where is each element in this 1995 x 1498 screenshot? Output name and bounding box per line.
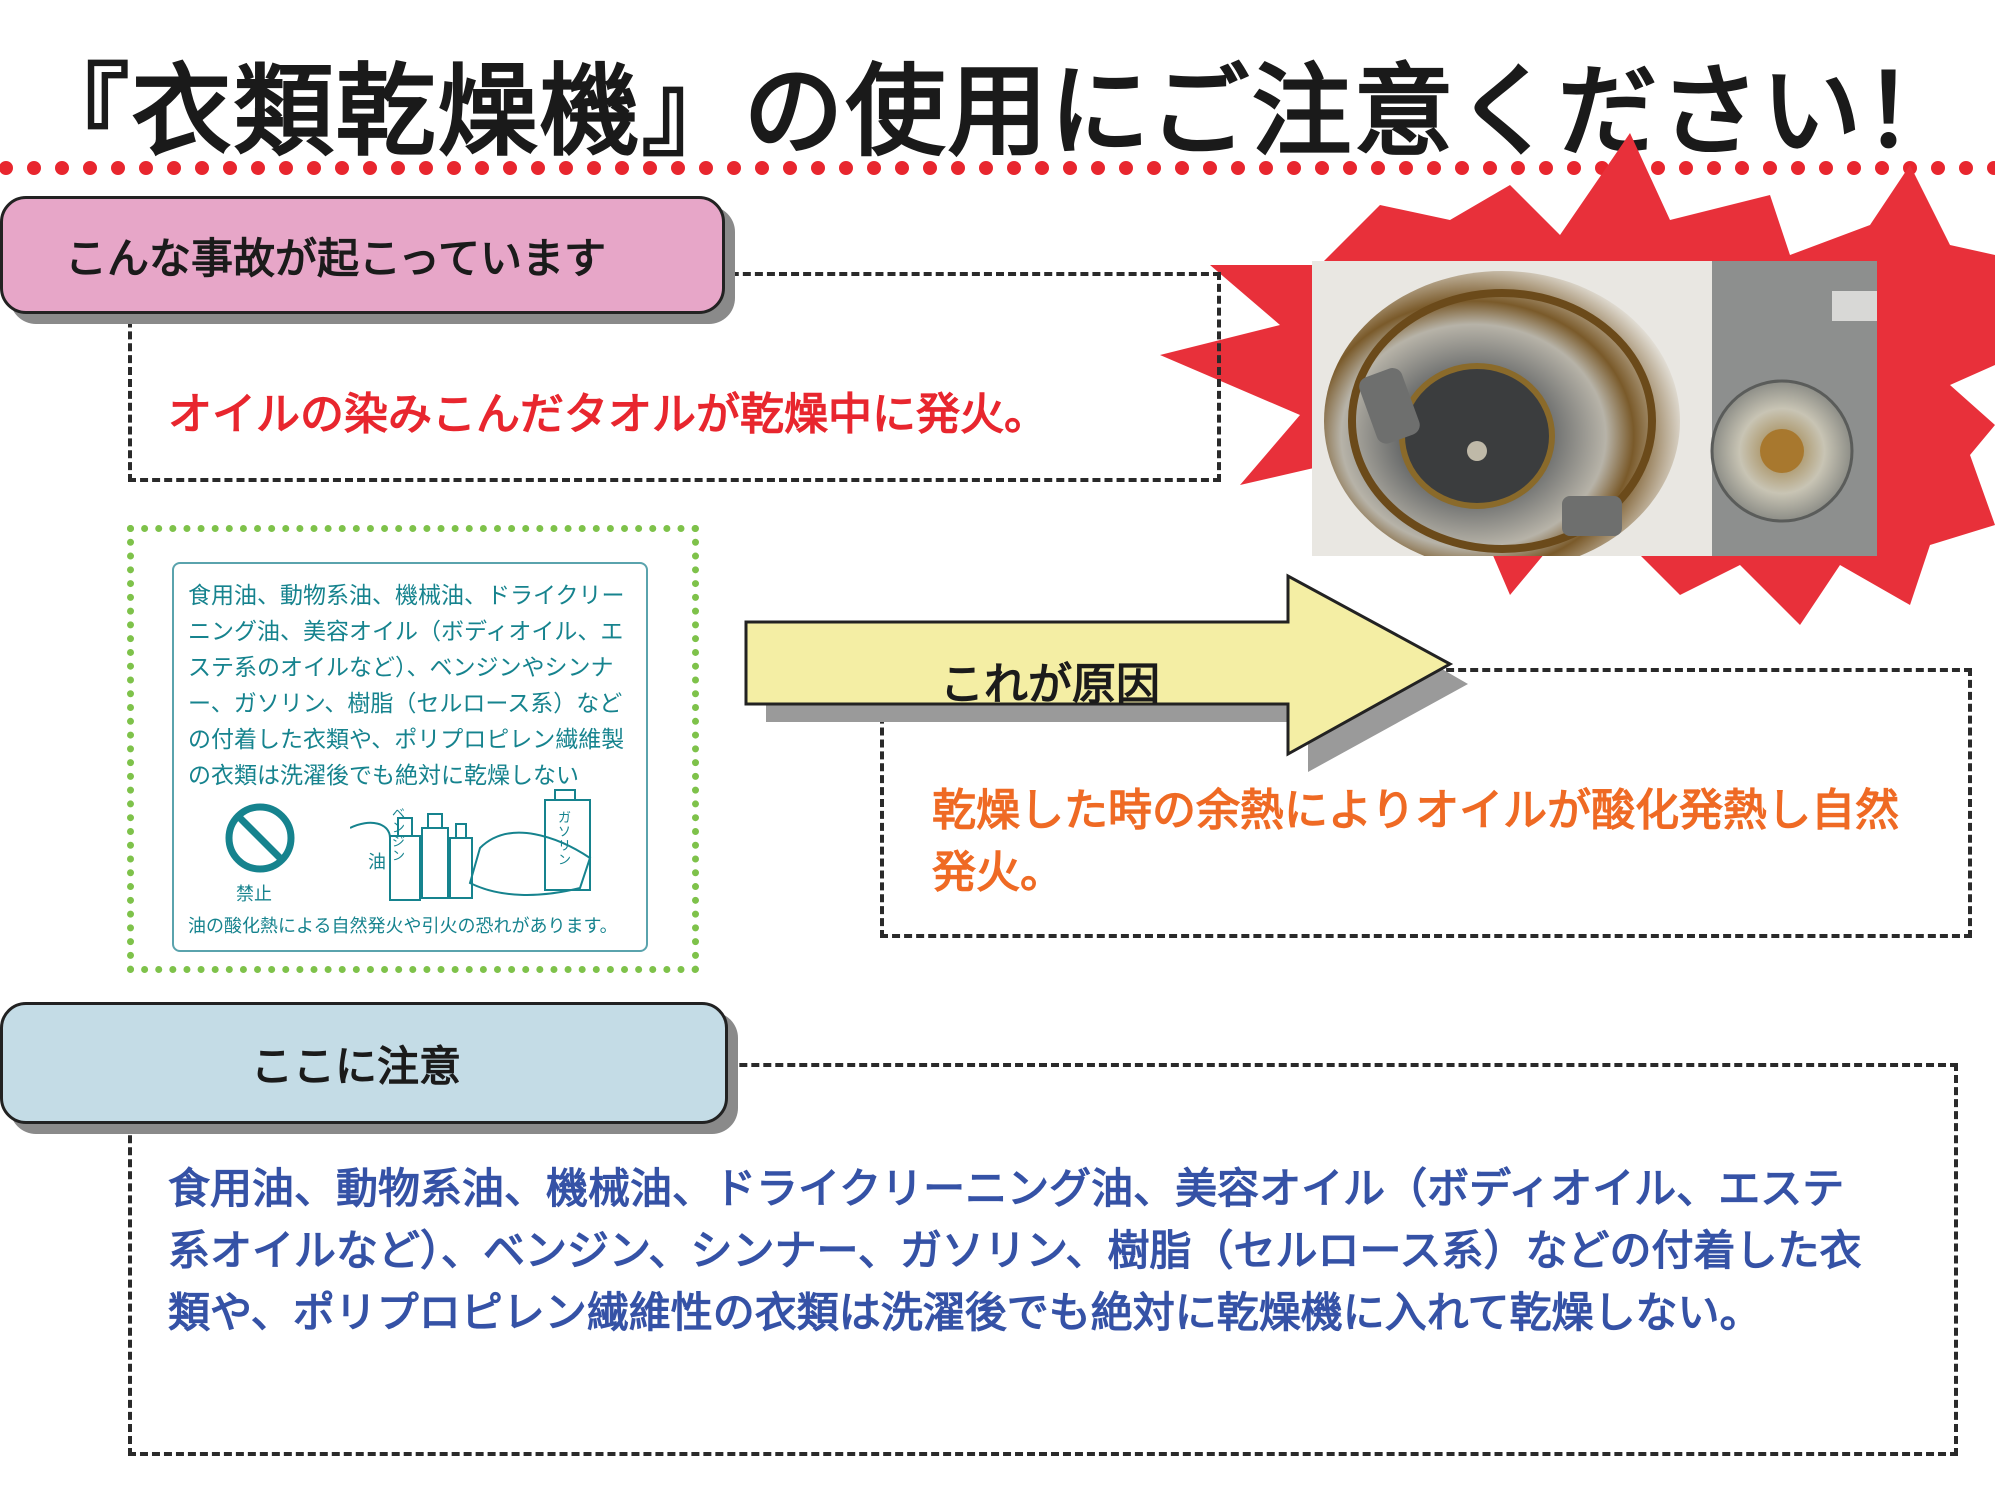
accident-header-text: こんな事故が起こっています — [65, 233, 606, 283]
accident-description: オイルの染みこんだタオルが乾燥中に発火。 — [168, 389, 1048, 440]
prohibited-icon — [225, 803, 295, 873]
caution-section-header: ここに注意 — [0, 1002, 728, 1124]
benzine-bottle-label: ベンジン — [392, 807, 406, 864]
warning-label-panel — [172, 562, 648, 952]
page-title: 『衣類乾燥機』の使用にご注意ください！ — [29, 53, 1966, 170]
cause-arrow-icon — [744, 573, 1468, 772]
warning-label-text: 食用油、動物系油、機械油、ドライクリーニング油、美容オイル（ボディオイル、エステ… — [188, 583, 625, 789]
warning-label-frame — [127, 525, 699, 973]
caution-box — [128, 1063, 1958, 1456]
warning-label-footer: 油の酸化熱による自然発火や引火の恐れがあります。 — [188, 916, 618, 937]
caution-description: 食用油、動物系油、機械油、ドライクリーニング油、美容オイル（ボディオイル、エステ… — [168, 1164, 1862, 1337]
oil-bottle-label: 油 — [368, 852, 386, 873]
cause-description: 乾燥した時の余熱によりオイルが酸化発熱し自然発火。 — [932, 785, 1900, 898]
cause-header: これが原因 — [940, 659, 1160, 710]
accident-section-header: こんな事故が起こっています — [0, 196, 725, 314]
gasoline-can-label: ガソリン — [558, 811, 572, 868]
oil-bottles-illustration — [350, 789, 592, 901]
red-dotted-divider — [0, 161, 1995, 175]
prohibited-label: 禁止 — [236, 884, 272, 905]
caution-header-text: ここに注意 — [251, 1041, 462, 1091]
burnt-dryer-drum-photo — [1312, 261, 1877, 556]
